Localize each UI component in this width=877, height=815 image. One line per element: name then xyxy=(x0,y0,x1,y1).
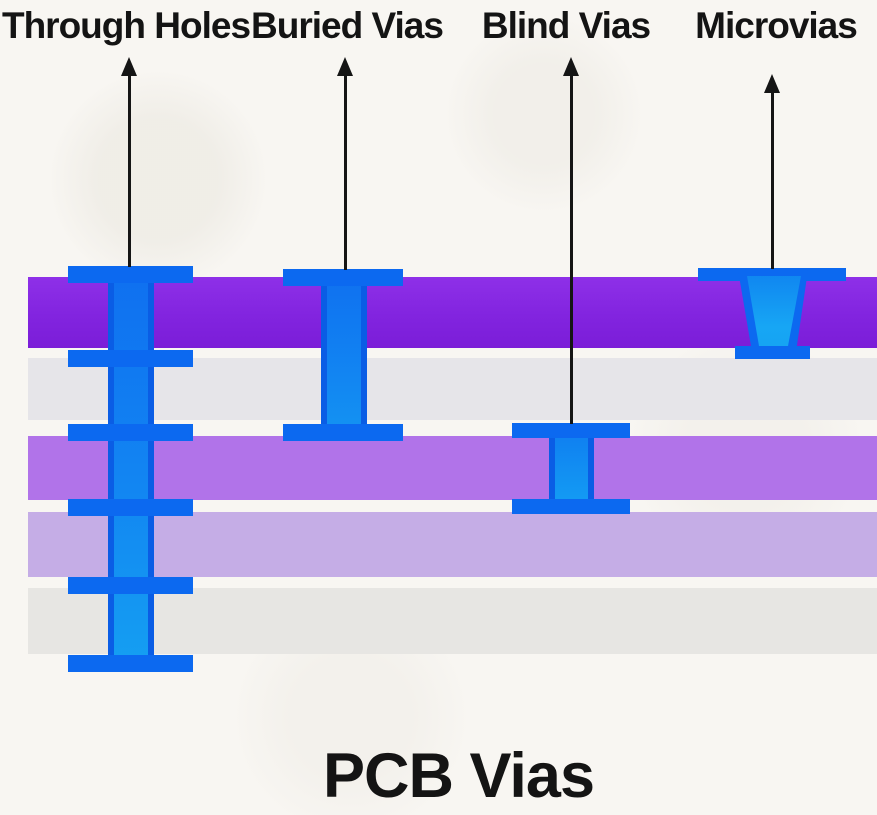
arrow-shaft xyxy=(569,74,573,424)
through-hole-pad xyxy=(68,499,193,516)
through-hole-pad xyxy=(68,655,193,672)
through-holes-arrow xyxy=(120,57,138,267)
pcb-layer-top-purple xyxy=(28,277,877,348)
arrow-shaft xyxy=(127,74,131,267)
microvias-arrow xyxy=(763,74,781,269)
buried-via-pad xyxy=(283,424,403,441)
blind-via-pad xyxy=(512,423,630,438)
arrow-head-icon xyxy=(121,57,137,76)
buried-via-pad xyxy=(283,269,403,286)
arrow-shaft xyxy=(770,91,774,269)
pcb-layer-light-purple xyxy=(28,512,877,577)
microvia-bottom-pad xyxy=(735,346,810,359)
blind-via-pad xyxy=(512,499,630,514)
label-through-holes: Through Holes xyxy=(1,5,251,46)
through-hole-barrel xyxy=(108,266,154,672)
arrow-head-icon xyxy=(337,57,353,76)
through-hole-pad xyxy=(68,577,193,594)
through-hole-pad xyxy=(68,424,193,441)
label-buried-vias: Buried Vias xyxy=(251,5,444,46)
through-hole-pad xyxy=(68,266,193,283)
arrow-head-icon xyxy=(764,74,780,93)
buried-via-barrel xyxy=(321,269,367,441)
arrow-shaft xyxy=(343,74,347,270)
microvia-cone xyxy=(730,268,816,352)
blind-vias-arrow xyxy=(562,57,580,424)
diagram-title: PCB Vias xyxy=(323,741,595,811)
buried-vias-arrow xyxy=(336,57,354,270)
pcb-layer-gray-upper xyxy=(28,358,877,420)
through-hole-pad xyxy=(68,350,193,367)
arrow-head-icon xyxy=(563,57,579,76)
blind-via-barrel xyxy=(549,423,594,513)
pcb-layer-gray-lower xyxy=(28,588,877,654)
label-blind-vias: Blind Vias xyxy=(481,5,651,46)
label-microvias: Microvias xyxy=(695,5,858,46)
pcb-layer-mid-purple xyxy=(28,436,877,500)
